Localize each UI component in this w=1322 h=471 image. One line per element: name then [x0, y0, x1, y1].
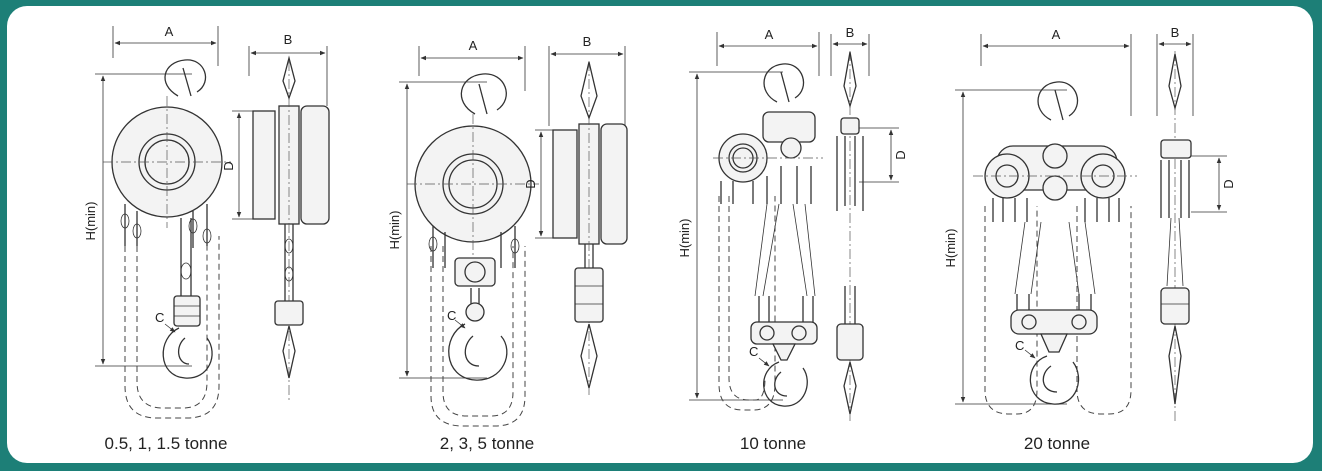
dim-h-label: H(min)	[677, 219, 692, 258]
dim-a-label: A	[765, 27, 774, 42]
dim-a-label: A	[165, 24, 174, 39]
dim-d-label: D	[893, 150, 908, 159]
figure-caption-1: 0.5, 1, 1.5 tonne	[104, 434, 228, 453]
figure-caption-3: 10 tonne	[739, 434, 807, 453]
hoist-figure-2: A H(min) C B D	[387, 34, 628, 427]
hoist-figure-4: A H(min) C B D	[943, 25, 1236, 421]
figure-caption-2: 2, 3, 5 tonne	[439, 434, 535, 453]
dim-a-label: A	[469, 38, 478, 53]
dim-c-label: C	[447, 308, 456, 323]
hoist-drawings: A H(min) C B	[83, 24, 1236, 427]
dim-d-label: D	[523, 179, 538, 188]
dim-d-label: D	[1221, 179, 1236, 188]
dim-c-label: C	[1015, 338, 1024, 353]
dim-c-label: C	[749, 344, 758, 359]
dim-a-label: A	[1052, 27, 1061, 42]
dim-d-label: D	[221, 161, 236, 170]
dim-b-label: B	[1171, 25, 1180, 40]
dim-h-label: H(min)	[83, 202, 98, 241]
dim-h-label: H(min)	[943, 229, 958, 268]
figure-caption-4: 20 tonne	[1023, 434, 1091, 453]
dim-b-label: B	[846, 25, 855, 40]
hoist-figure-3: A H(min) C B D	[677, 25, 908, 421]
dim-h-label: H(min)	[387, 211, 402, 250]
diagram-panel: A H(min) C B	[7, 6, 1313, 463]
dim-c-label: C	[155, 310, 164, 325]
dim-b-label: B	[583, 34, 592, 49]
dim-b-label: B	[284, 32, 293, 47]
hoist-figure-1: A H(min) C B	[83, 24, 330, 419]
